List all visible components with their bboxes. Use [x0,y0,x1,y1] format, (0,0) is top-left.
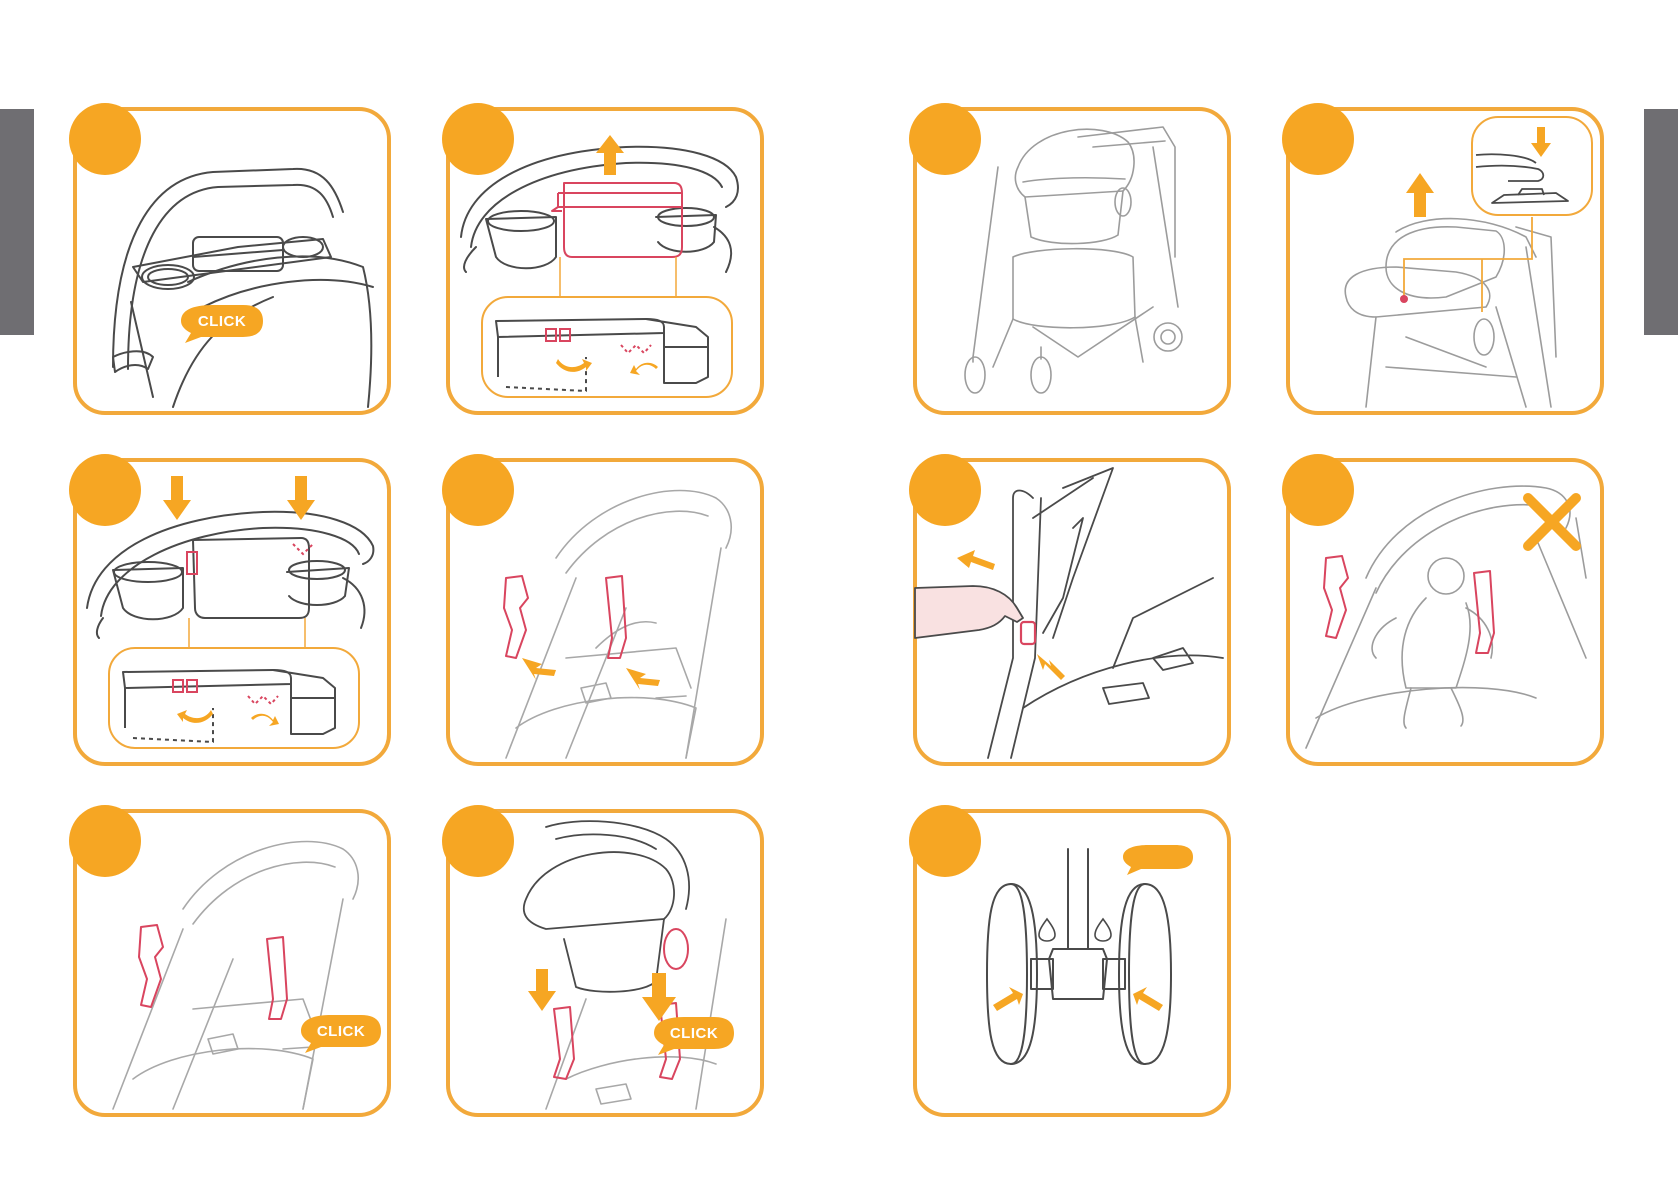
adapter-release-hand-icon [913,458,1231,766]
step-number-badge [442,454,514,526]
step-number-badge [1282,103,1354,175]
side-tab-right [1644,109,1678,335]
step-number-badge [1282,454,1354,526]
step-number-badge [69,454,141,526]
button-press-inset-icon [1472,117,1592,215]
side-tab-left [0,109,34,335]
step-number-badge [909,103,981,175]
step-panel-4 [1286,107,1604,415]
detail-inset-icon [109,648,359,748]
car-seat-attach-icon: CLICK [446,809,764,1117]
step-number-badge [909,805,981,877]
step-panel-2 [446,107,764,415]
click-label: CLICK [198,313,246,330]
step-panel-11 [913,809,1231,1117]
step-panel-6 [446,458,764,766]
adapter-icon [446,458,764,766]
step-panel-10: CLICK [446,809,764,1117]
step-panel-5 [73,458,391,766]
stroller-with-car-seat-icon [913,107,1231,415]
cup-holder-insert-illustration [73,458,391,766]
step-number-badge [69,103,141,175]
step-panel-9: CLICK [73,809,391,1117]
step-panel-7 [913,458,1231,766]
wheel-lubrication-icon [913,809,1231,1117]
step-number-badge [442,805,514,877]
cup-holder-remove-illustration [446,107,764,415]
detail-inset-icon [482,297,732,397]
cup-holder-click-illustration: CLICK [73,107,391,415]
step-panel-8 [1286,458,1604,766]
baby-in-seat-icon [1286,458,1604,766]
step-panel-1: CLICK [73,107,391,415]
car-seat-release-icon [1286,107,1604,415]
step-number-badge [69,805,141,877]
click-label: CLICK [317,1023,365,1040]
step-number-badge [442,103,514,175]
adapter-icon: CLICK [73,809,391,1117]
step-number-badge [909,454,981,526]
click-label: CLICK [670,1025,718,1042]
step-panel-3 [913,107,1231,415]
